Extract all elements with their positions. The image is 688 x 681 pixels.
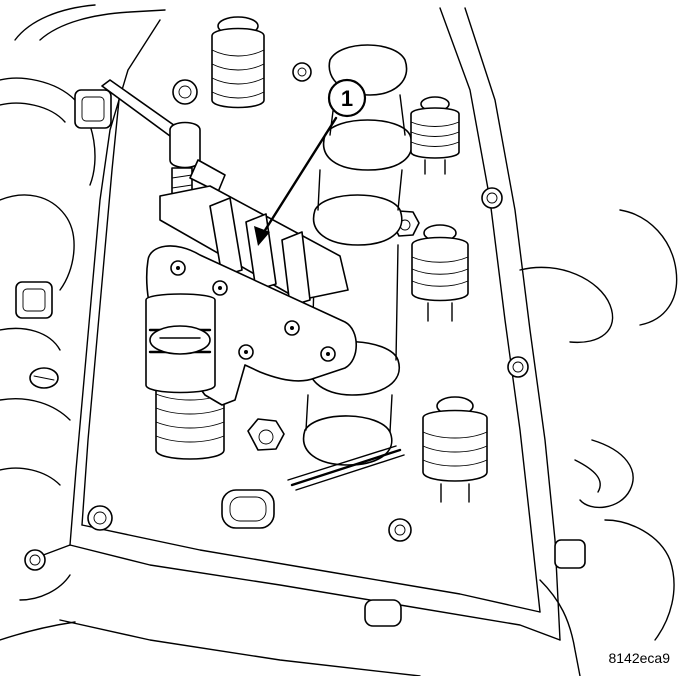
valve-springs — [287, 96, 488, 503]
callout-number: 1 — [341, 86, 353, 111]
head-bolts — [24, 62, 529, 571]
callout-circle — [327, 78, 367, 118]
figure-code: 8142eca9 — [608, 650, 670, 666]
leader-arrowhead — [254, 226, 270, 246]
valve-spring-compressor-tool — [101, 79, 358, 406]
left-side-components — [0, 77, 112, 486]
cylinder-head-outline — [0, 4, 581, 677]
port-openings — [221, 209, 678, 641]
callout-1: 1 — [254, 78, 367, 246]
